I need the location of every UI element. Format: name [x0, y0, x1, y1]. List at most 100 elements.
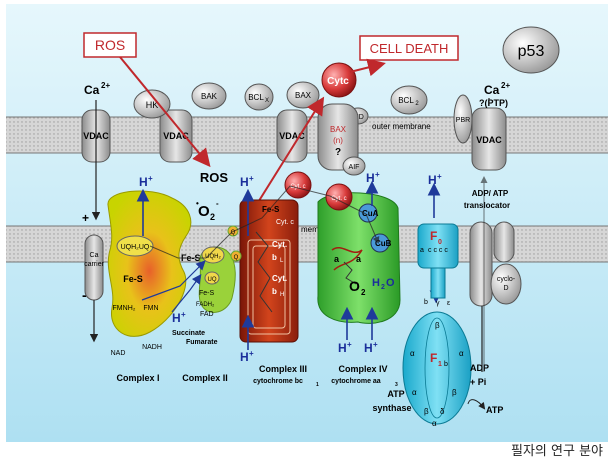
- svg-text:+: +: [373, 340, 378, 349]
- svg-text:CuA: CuA: [362, 209, 379, 218]
- svg-text:β: β: [452, 388, 457, 397]
- svg-text:UQH₂UQ: UQH₂UQ: [121, 244, 150, 251]
- svg-text:c c c c: c c c c: [428, 247, 448, 254]
- svg-text:Ca: Ca: [84, 83, 100, 97]
- ros-callout: ROS: [83, 32, 137, 58]
- svg-text:2+: 2+: [101, 81, 110, 90]
- svg-text:b: b: [272, 287, 277, 296]
- svg-text:H: H: [280, 292, 284, 298]
- svg-text:X: X: [265, 98, 269, 104]
- svg-text:CuB: CuB: [375, 239, 392, 248]
- svg-text:2: 2: [210, 212, 215, 222]
- superoxide: O 2 • -: [196, 199, 219, 222]
- svg-text:•: •: [196, 199, 199, 208]
- aif-protein: AIF: [342, 156, 366, 176]
- svg-text:BAK: BAK: [201, 92, 218, 101]
- svg-text:1: 1: [316, 382, 319, 388]
- atp-synthase: F 0 a c c c c b γ ε β α α F 1 b α β β δ …: [402, 223, 472, 428]
- bax-pore: BAX (n) ?: [317, 103, 359, 171]
- vdac-hk: VDAC: [159, 109, 193, 163]
- cytc-released: Cytc: [321, 62, 357, 98]
- svg-text:1: 1: [438, 361, 442, 368]
- svg-text:0: 0: [438, 239, 442, 246]
- vdac-middle: VDAC: [276, 109, 308, 163]
- svg-text:Fumarate: Fumarate: [186, 339, 218, 346]
- svg-text:+: +: [437, 172, 442, 181]
- svg-text:Fe-S: Fe-S: [123, 274, 143, 284]
- svg-text:α: α: [412, 388, 417, 397]
- svg-text:+: +: [375, 170, 380, 179]
- svg-text:Cyt. c: Cyt. c: [276, 219, 294, 226]
- svg-text:Ca: Ca: [90, 252, 99, 259]
- complex-2-label: Complex II: [182, 373, 228, 383]
- svg-text:ε: ε: [447, 300, 450, 307]
- svg-text:cytochrome bc: cytochrome bc: [253, 378, 303, 385]
- svg-text:UQH₂: UQH₂: [205, 254, 221, 260]
- svg-text:b: b: [444, 361, 448, 368]
- adp-atp-translocator: ADP/ ATP translocator cyclo- D: [464, 189, 522, 307]
- svg-text:H: H: [372, 277, 380, 289]
- bak-protein: BAK: [191, 82, 227, 110]
- cytc-complex4: Cyt. c: [325, 183, 353, 211]
- svg-text:Complex IV: Complex IV: [338, 364, 387, 374]
- svg-text:ADP: ADP: [470, 363, 489, 373]
- svg-text:γ: γ: [436, 300, 440, 307]
- svg-text:3: 3: [395, 382, 398, 388]
- svg-text:F: F: [430, 229, 437, 243]
- svg-text:ATP: ATP: [387, 389, 404, 399]
- svg-text:FMNH₂: FMNH₂: [113, 305, 136, 312]
- svg-text:b: b: [424, 299, 428, 306]
- svg-text:ROS: ROS: [95, 37, 125, 53]
- cytc-complex3: Cyt. c: [284, 171, 312, 199]
- svg-text:FADH₂: FADH₂: [196, 302, 215, 308]
- svg-text:Cytc: Cytc: [327, 76, 349, 87]
- svg-text:δ: δ: [440, 407, 445, 416]
- svg-text:α: α: [459, 349, 464, 358]
- svg-text:F: F: [430, 351, 437, 365]
- svg-text:cyclo-: cyclo-: [497, 276, 516, 283]
- outer-membrane-label: outer membrane: [372, 122, 431, 131]
- svg-text:H: H: [240, 350, 249, 364]
- complex-4: CuA CuB a a O 2 H 2 O: [317, 192, 401, 324]
- bcl2-protein: BCL 2: [390, 85, 428, 115]
- svg-text:Cyt.: Cyt.: [272, 240, 287, 249]
- complex-3-label: Complex III cytochrome bc 1: [253, 364, 319, 388]
- svg-text:+: +: [347, 340, 352, 349]
- ros-label: ROS: [200, 170, 229, 185]
- complex-4-label: Complex IV cytochrome aa 3: [331, 364, 398, 388]
- svg-text:a: a: [334, 254, 340, 264]
- complex-3: Fe-S Cyt. c Cyt. b L Cyt. b H Q Q: [227, 199, 299, 343]
- svg-text:PBR: PBR: [456, 117, 470, 124]
- svg-text:O: O: [198, 203, 210, 220]
- svg-text:H: H: [338, 341, 347, 355]
- complex-1-label: Complex I: [116, 373, 159, 383]
- svg-text:b: b: [272, 253, 277, 262]
- svg-text:Succinate: Succinate: [172, 330, 205, 337]
- svg-text:?(PTP): ?(PTP): [479, 98, 508, 108]
- svg-text:Ca: Ca: [484, 83, 500, 97]
- complex-2: UQH₂ UQ Fe-S FADH₂ FAD Succinate Fumarat…: [172, 246, 236, 346]
- svg-text:β: β: [424, 407, 429, 416]
- svg-text:BAX: BAX: [295, 91, 312, 100]
- svg-text:translocator: translocator: [464, 201, 510, 210]
- svg-text:+: +: [249, 349, 254, 358]
- svg-text:+ Pi: + Pi: [470, 377, 486, 387]
- svg-text:VDAC: VDAC: [476, 135, 502, 145]
- svg-text:L: L: [280, 258, 284, 264]
- caption: 필자의 연구 분야: [511, 444, 603, 459]
- pbr: PBR: [453, 94, 473, 144]
- svg-text:D: D: [503, 285, 508, 292]
- svg-text:+: +: [181, 310, 186, 319]
- svg-text:(n): (n): [333, 136, 343, 145]
- svg-text:BAX: BAX: [330, 125, 347, 134]
- svg-text:Cyt. c: Cyt. c: [290, 184, 305, 190]
- svg-text:H: H: [366, 171, 375, 185]
- svg-text:Q: Q: [234, 255, 239, 261]
- svg-text:VDAC: VDAC: [163, 131, 189, 141]
- bax-protein-top: BAX: [286, 81, 320, 109]
- svg-text:H: H: [364, 341, 373, 355]
- svg-text:cytochrome aa: cytochrome aa: [331, 378, 381, 385]
- vdac-right: VDAC: [471, 107, 507, 171]
- hk-protein: HK: [133, 89, 171, 119]
